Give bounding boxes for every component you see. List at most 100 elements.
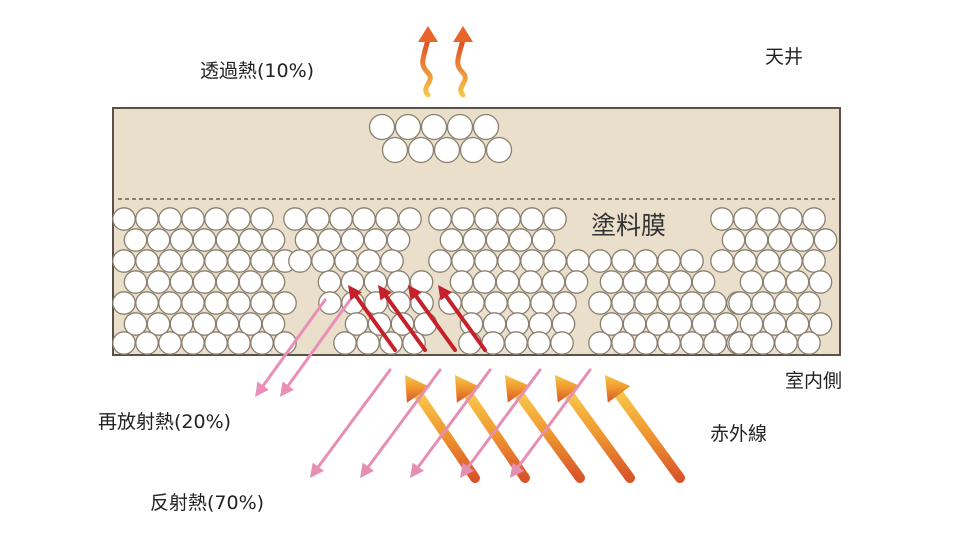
particle — [733, 207, 757, 231]
particle — [238, 228, 263, 252]
particle — [657, 331, 681, 355]
particle — [459, 136, 487, 164]
particle — [599, 270, 624, 294]
particle — [250, 207, 274, 231]
particle — [774, 331, 798, 355]
reradiated-heat-label: 再放射熱(20%) — [98, 411, 232, 433]
particle — [375, 207, 399, 231]
particle — [751, 331, 775, 355]
particle — [485, 228, 510, 252]
particle — [543, 249, 567, 273]
absorbed-heat-arrow — [408, 285, 457, 352]
particle — [751, 291, 775, 315]
particle — [504, 331, 528, 355]
particle — [250, 331, 274, 355]
particle — [756, 249, 780, 273]
particle — [181, 207, 205, 231]
particle — [340, 228, 365, 252]
particle — [112, 207, 136, 231]
particle — [802, 249, 826, 273]
particle — [317, 270, 342, 294]
particle — [808, 312, 833, 336]
heat-arrows — [255, 26, 685, 483]
particle — [407, 136, 435, 164]
reradiated-heat-arrow — [255, 298, 327, 397]
particle — [588, 249, 612, 273]
particle — [204, 207, 228, 231]
particle — [334, 249, 358, 273]
particle — [728, 291, 752, 315]
particle — [273, 291, 297, 315]
reflected-heat-arrow — [410, 368, 492, 478]
particle — [146, 228, 171, 252]
particle — [520, 207, 544, 231]
reflected-heat-arrow — [310, 368, 392, 478]
particle — [329, 207, 353, 231]
particle — [485, 136, 513, 164]
particle — [181, 331, 205, 355]
particle — [739, 270, 764, 294]
particle — [381, 136, 409, 164]
particle — [668, 270, 693, 294]
reflected-heat-label: 反射熱(70%) — [150, 492, 265, 514]
particle — [531, 228, 556, 252]
particle — [261, 312, 286, 336]
particle — [714, 312, 739, 336]
transmitted-heat-label: 透過熱(10%) — [200, 60, 315, 82]
particle — [680, 249, 704, 273]
particle — [472, 270, 497, 294]
particle — [530, 291, 554, 315]
infrared-label: 赤外線 — [710, 423, 768, 445]
particle — [112, 291, 136, 315]
particle — [541, 270, 566, 294]
particle — [728, 331, 752, 355]
particle — [721, 228, 746, 252]
particle — [204, 249, 228, 273]
particle — [135, 331, 159, 355]
particle — [356, 331, 380, 355]
particle — [497, 249, 521, 273]
particle — [386, 228, 411, 252]
particle — [449, 270, 474, 294]
particle — [363, 228, 388, 252]
particle — [227, 249, 251, 273]
particle — [169, 270, 194, 294]
particle — [451, 207, 475, 231]
particle — [484, 291, 508, 315]
particle — [261, 270, 286, 294]
particle — [433, 136, 461, 164]
particle — [227, 331, 251, 355]
transmitted-heat-arrow — [418, 26, 438, 98]
particle — [215, 270, 240, 294]
transmitted-heat-arrow — [453, 26, 473, 98]
reflected-heat-arrow — [510, 368, 592, 478]
particle — [634, 291, 658, 315]
infrared-arrow — [405, 375, 480, 483]
particle — [135, 207, 159, 231]
particle — [657, 249, 681, 273]
particle — [756, 207, 780, 231]
particle — [158, 249, 182, 273]
particle — [306, 207, 330, 231]
particle — [181, 291, 205, 315]
particle — [767, 228, 792, 252]
particle — [474, 249, 498, 273]
absorbed-heat-arrow — [348, 285, 397, 352]
particle — [553, 291, 577, 315]
particle — [461, 291, 485, 315]
particle — [588, 291, 612, 315]
particle — [797, 331, 821, 355]
particle — [550, 331, 574, 355]
particle — [333, 331, 357, 355]
particle — [123, 228, 148, 252]
particle — [508, 228, 533, 252]
infrared-arrow — [455, 375, 530, 483]
particle — [238, 270, 263, 294]
particle — [527, 331, 551, 355]
particle — [428, 207, 452, 231]
particle — [634, 249, 658, 273]
particle — [808, 270, 833, 294]
particle — [691, 270, 716, 294]
particle — [215, 228, 240, 252]
particle — [192, 228, 217, 252]
